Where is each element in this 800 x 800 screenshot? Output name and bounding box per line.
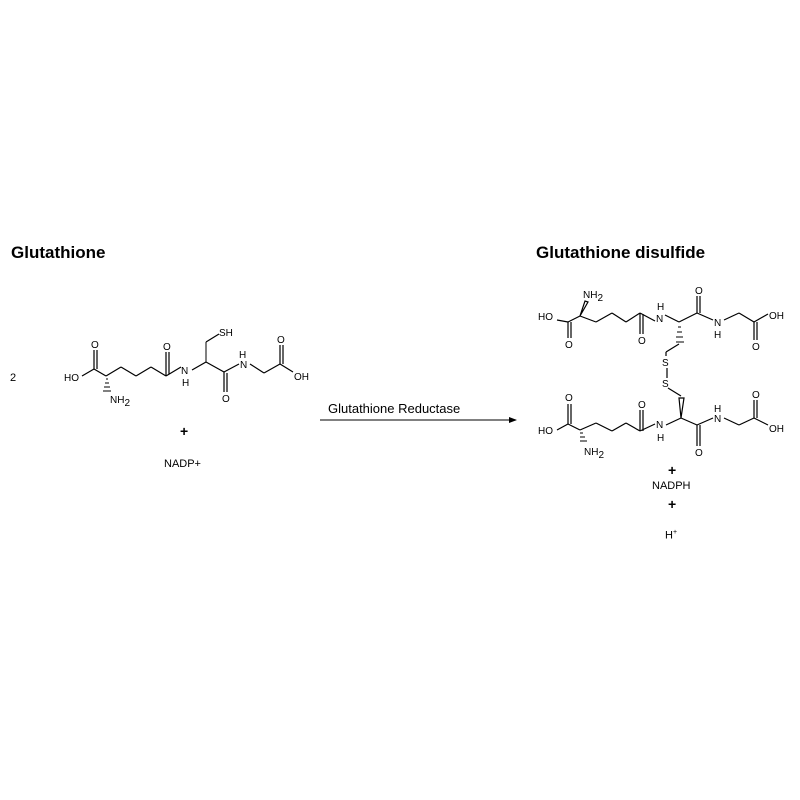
nadph-label: NADPH — [652, 480, 691, 492]
bottom-amide2-nitrogen: N — [714, 414, 721, 425]
bottom-amide1-nitrogen: N — [656, 420, 663, 431]
proton-symbol: H — [665, 529, 673, 542]
gssg-top-unit: NH2 HO O O N H O N H O OH — [538, 286, 784, 353]
bottom-hydroxyl-label: HO — [538, 426, 553, 437]
gly-carbonyl-oxygen: O — [277, 335, 285, 346]
bottom-amide1-oxygen: O — [638, 400, 646, 411]
product-title: Glutathione disulfide — [536, 243, 706, 262]
top-amide2-hydrogen: H — [714, 330, 721, 341]
enzyme-label: Glutathione Reductase — [328, 401, 461, 416]
product-plus-sign-1: + — [668, 462, 677, 478]
bottom-acid-oxygen: O — [565, 393, 573, 404]
nadp-label: NADP+ — [164, 458, 201, 470]
top-amide1-hydrogen: H — [657, 302, 664, 313]
glu-hydroxyl-label: HO — [64, 373, 79, 384]
disulfide-bridge: S S — [662, 352, 682, 397]
bottom-amide2-oxygen: O — [695, 448, 703, 459]
amide2-hydrogen: H — [239, 350, 246, 361]
amide1-oxygen: O — [163, 342, 171, 353]
amide2-nitrogen: N — [240, 360, 247, 371]
sulfur-1: S — [662, 358, 669, 369]
stoichiometric-coefficient: 2 — [10, 372, 17, 384]
top-amide2-nitrogen: N — [714, 318, 721, 329]
bottom-gly-oxygen: O — [752, 390, 760, 401]
glu-carbonyl-oxygen: O — [91, 340, 99, 351]
product-plus-sign-2: + — [668, 496, 677, 512]
top-amine-label: NH2 — [583, 290, 603, 304]
glutathione-structure: SH HO O NH2 O N H O N H O OH — [64, 328, 309, 409]
gly-hydroxyl-label: OH — [294, 372, 309, 383]
top-hydroxyl-label: HO — [538, 312, 553, 323]
reactant-title: Glutathione — [11, 243, 106, 262]
bottom-amine-label: NH2 — [584, 447, 604, 461]
top-acid-oxygen: O — [565, 340, 573, 351]
amide1-hydrogen: H — [182, 378, 189, 389]
bottom-gly-hydroxyl: OH — [769, 424, 784, 435]
reactant-plus-sign: + — [180, 423, 189, 439]
proton-charge: + — [672, 529, 678, 536]
top-amide1-nitrogen: N — [656, 314, 663, 325]
top-amide2-oxygen: O — [695, 286, 703, 297]
amide1-nitrogen: N — [181, 366, 188, 377]
top-amide1-oxygen: O — [638, 336, 646, 347]
amide2-oxygen: O — [222, 394, 230, 405]
bottom-amide2-hydrogen: H — [714, 404, 721, 415]
glu-amine-label: NH2 — [110, 395, 130, 409]
sulfur-2: S — [662, 379, 669, 390]
thiol-label: SH — [219, 328, 233, 339]
top-gly-oxygen: O — [752, 342, 760, 353]
gssg-bottom-unit: O HO NH2 O N H O N H O OH — [538, 390, 784, 461]
bottom-amide1-hydrogen: H — [657, 433, 664, 444]
proton-label: H+ — [665, 529, 677, 542]
top-gly-hydroxyl: OH — [769, 311, 784, 322]
